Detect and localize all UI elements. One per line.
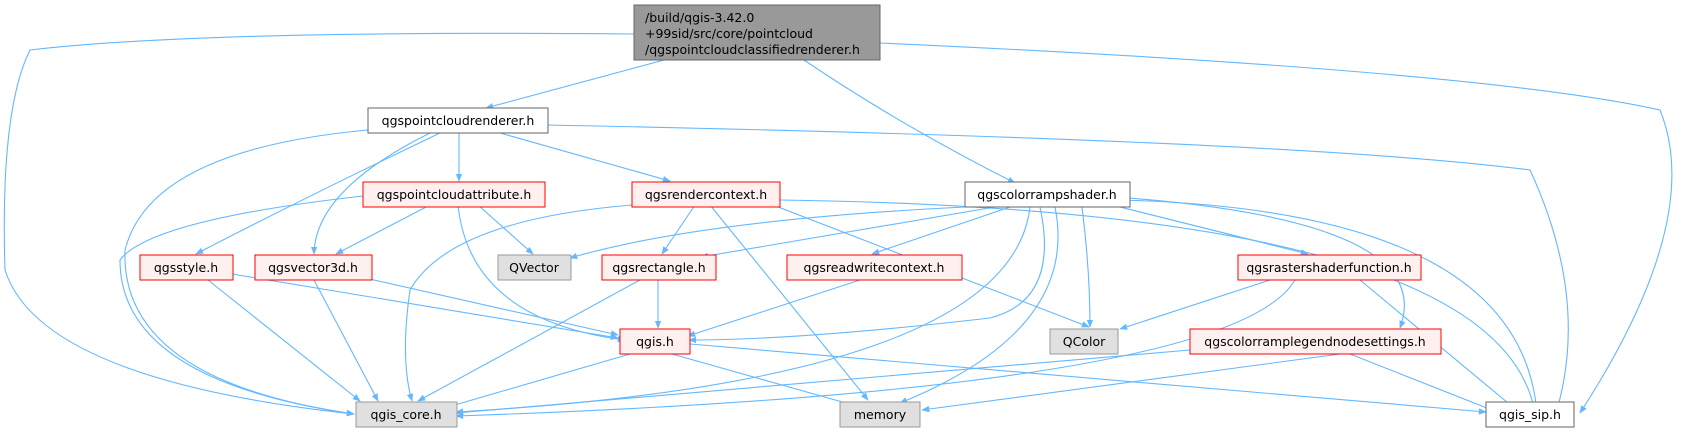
edge-qgis-to-memory: [671, 353, 861, 409]
edge-rendercontext-to-qgis-sip: [779, 199, 1537, 414]
node-qgscolorramplegendnodesettings[interactable]: qgscolorramplegendnodesettings.h: [1189, 328, 1442, 355]
edge-attribute-to-qvector: [477, 204, 534, 255]
node-qcolor[interactable]: QColor: [1049, 328, 1119, 355]
node-label: memory: [854, 407, 907, 422]
edge-colorrampshader-to-legendsettings: [1114, 196, 1406, 329]
edge-legendsettings-to-qgis-core: [455, 349, 1191, 416]
edge-colorrampshader-to-qgis: [688, 206, 1045, 344]
node-box: [964, 181, 1131, 208]
node-box: [631, 181, 781, 208]
edge-attribute-to-qgis-core: [119, 195, 364, 417]
node-qgsvector3d[interactable]: qgsvector3d.h: [254, 254, 373, 281]
node-label: qgscolorramplegendnodesettings.h: [1204, 334, 1425, 349]
node-qgspointcloudrenderer[interactable]: qgspointcloudrenderer.h: [367, 107, 549, 134]
node-qgis-core[interactable]: qgis_core.h: [355, 401, 458, 428]
edge-qgsstyle-to-qgis-core: [207, 279, 361, 402]
edge-root-to-qgscolorrampshader: [803, 59, 1016, 184]
edge-renderer-to-rendercontext: [499, 132, 671, 183]
edge-root-to-qgis-sip: [879, 42, 1673, 414]
node-box: [139, 254, 234, 281]
edge-root-to-qgis-core: [3, 32, 635, 417]
node-label: qgsrendercontext.h: [645, 187, 767, 202]
node-qgis[interactable]: qgis.h: [619, 328, 691, 355]
node-root-header[interactable]: /build/qgis-3.42.0 +99sid/src/core/point…: [633, 4, 881, 61]
node-label: qgsvector3d.h: [268, 260, 358, 275]
edge-rastershader-to-qcolor: [1119, 279, 1271, 330]
node-qvector[interactable]: QVector: [497, 254, 572, 281]
node-label: qgsstyle.h: [154, 260, 218, 275]
edge-colorrampshader-to-rectangle: [700, 206, 996, 259]
edge-renderer-to-vector3d: [310, 132, 431, 255]
node-qgspointcloudattribute[interactable]: qgspointcloudattribute.h: [362, 181, 546, 208]
node-box: [1485, 401, 1575, 428]
edge-qgis-to-qgis-core: [447, 353, 631, 409]
node-label: QColor: [1063, 334, 1106, 349]
node-box: [362, 181, 546, 208]
node-qgsreadwritecontext[interactable]: qgsreadwritecontext.h: [786, 254, 963, 281]
node-qgscolorrampshader[interactable]: qgscolorrampshader.h: [964, 181, 1131, 208]
edge-rectangle-to-qgis-core: [417, 279, 641, 402]
node-box: [497, 254, 572, 281]
edge-readwritecontext-to-qgis: [687, 279, 861, 337]
node-box: [254, 254, 373, 281]
node-memory[interactable]: memory: [839, 401, 921, 428]
header-file-nodes: /build/qgis-3.42.0 +99sid/src/core/point…: [139, 4, 1575, 428]
node-box: [1049, 328, 1119, 355]
edge-colorrampshader-to-qvector: [569, 206, 966, 260]
node-label-line: +99sid/src/core/pointcloud: [645, 26, 813, 41]
edge-renderer-to-qgsstyle: [195, 132, 441, 255]
node-box: [1189, 328, 1442, 355]
edge-root-to-qgspointcloudrenderer: [485, 59, 665, 110]
node-label: QVector: [509, 260, 560, 275]
node-qgsrastershaderfunction[interactable]: qgsrastershaderfunction.h: [1237, 254, 1422, 281]
edge-colorrampshader-to-rastershaderfunction: [1099, 201, 1309, 256]
edge-colorrampshader-to-qcolor: [1081, 206, 1094, 328]
edge-colorrampshader-to-memory: [899, 206, 1059, 404]
node-box: [1237, 254, 1422, 281]
dependency-edges: [3, 32, 1673, 419]
edge-rendercontext-to-rectangle: [661, 204, 696, 255]
edge-qgis-to-qgis-sip: [689, 343, 1487, 415]
edge-legendsettings-to-qgis-sip: [1349, 353, 1498, 413]
edge-colorrampshader-to-qgis-core: [455, 206, 1031, 415]
node-qgsrendercontext[interactable]: qgsrendercontext.h: [631, 181, 781, 208]
node-qgsstyle[interactable]: qgsstyle.h: [139, 254, 234, 281]
node-label-line: /build/qgis-3.42.0: [645, 10, 754, 25]
node-box: [786, 254, 963, 281]
edge-legendsettings-to-memory: [921, 353, 1341, 413]
edge-vector3d-to-qgis: [364, 277, 619, 337]
node-label: qgspointcloudattribute.h: [377, 187, 532, 202]
node-qgsrectangle[interactable]: qgsrectangle.h: [601, 254, 717, 281]
node-box: [601, 254, 717, 281]
edge-qgsstyle-to-qgis: [231, 273, 619, 340]
node-box: [633, 4, 881, 61]
node-label: qgsreadwritecontext.h: [804, 260, 945, 275]
edge-vector3d-to-qgis-core: [313, 279, 379, 402]
edge-rastershader-to-qgis-core: [455, 279, 1296, 419]
node-box: [355, 401, 458, 428]
edge-rendercontext-to-qgis-core: [404, 204, 633, 402]
node-qgis-sip[interactable]: qgis_sip.h: [1485, 401, 1575, 428]
node-label: qgsrectangle.h: [612, 260, 705, 275]
edge-renderer-to-qgis-sip: [546, 124, 1569, 414]
edge-rendercontext-to-memory: [709, 204, 869, 401]
edge-renderer-to-qgis-core: [124, 129, 369, 417]
node-box: [619, 328, 691, 355]
node-label: qgspointcloudrenderer.h: [382, 113, 535, 128]
node-label-line: /qgspointcloudclassifiedrenderer.h: [645, 42, 860, 57]
edge-colorrampshader-to-qgis-sip: [1119, 199, 1540, 414]
node-box: [367, 107, 549, 134]
node-label: qgsrastershaderfunction.h: [1246, 260, 1411, 275]
node-label: qgis_sip.h: [1499, 407, 1561, 422]
node-label: qgscolorrampshader.h: [977, 187, 1116, 202]
node-label: qgis.h: [636, 334, 674, 349]
edge-colorrampshader-to-readwritecontext: [871, 206, 1011, 255]
node-label: qgis_core.h: [370, 407, 441, 422]
edge-attribute-to-vector3d: [335, 204, 431, 255]
node-box: [839, 401, 921, 428]
